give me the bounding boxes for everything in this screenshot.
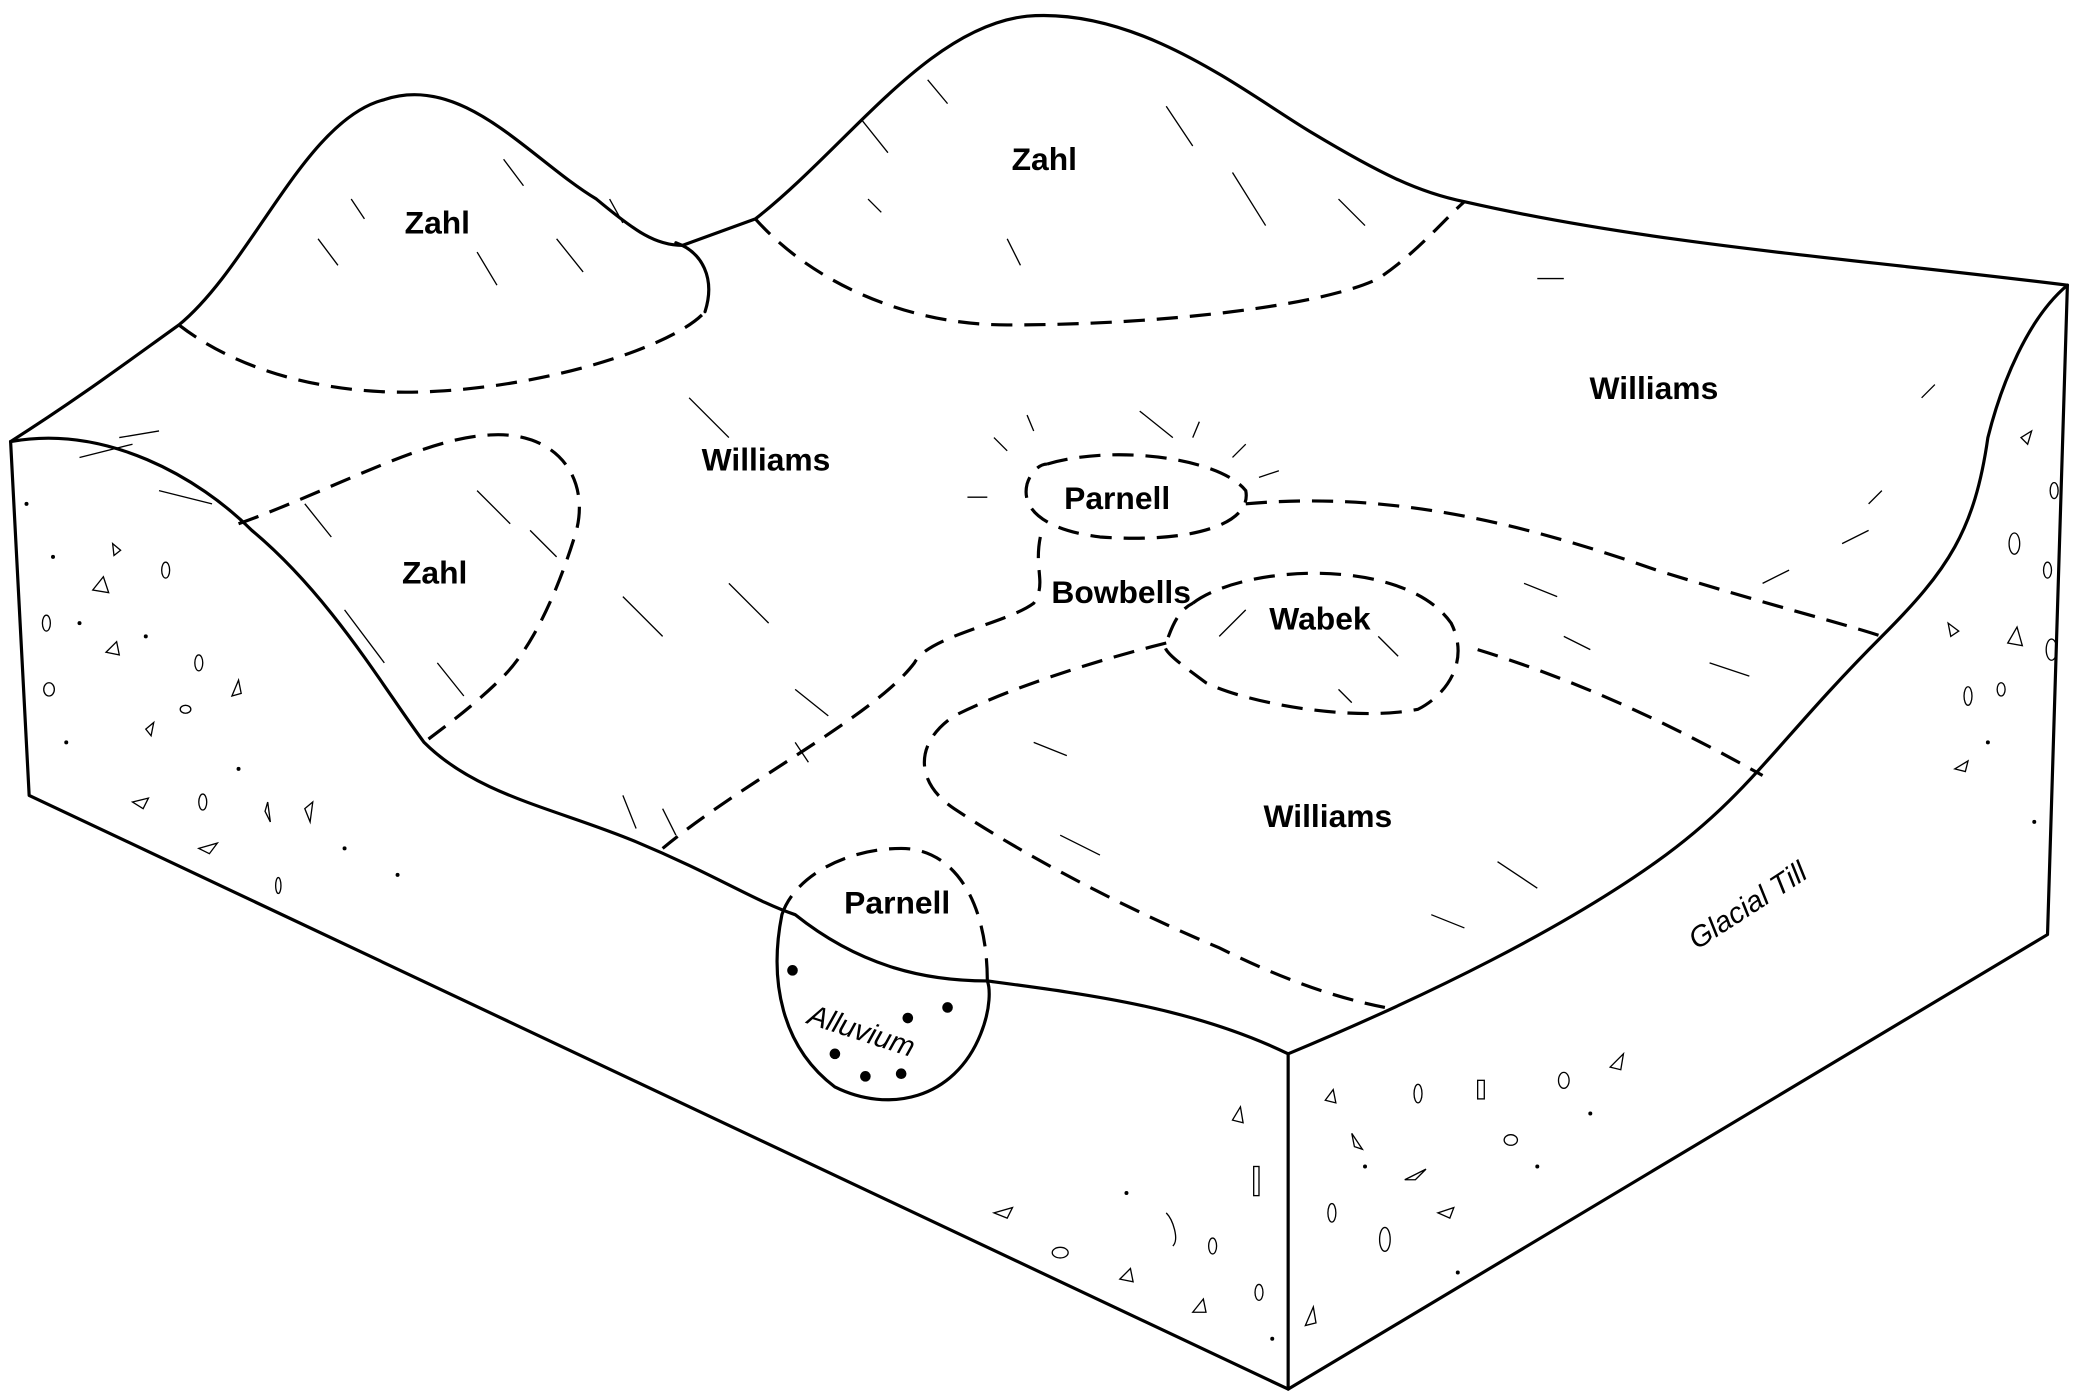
- right-surface-edge: [1286, 283, 2069, 1056]
- block-left-face: [9, 439, 1290, 1391]
- label-zahl: Zahl: [1012, 141, 1077, 177]
- label-glacial-till: Glacial Till: [1683, 855, 1814, 956]
- label-bowbells: Bowbells: [1051, 574, 1191, 610]
- slope-hatching: [79, 79, 1936, 929]
- hill-shoulder: [674, 241, 711, 314]
- soil-boundaries: [177, 200, 1883, 1010]
- block-right-face: [1286, 283, 2069, 1391]
- label-zahl: Zahl: [402, 554, 467, 590]
- label-williams: Williams: [702, 442, 831, 478]
- glacial-till-specks: [24, 501, 2037, 1341]
- glacial-till-pebbles: [41, 429, 2059, 1327]
- alluvium-lens: [775, 913, 991, 1102]
- label-wabek: Wabek: [1269, 601, 1371, 637]
- label-alluvium: Alluvium: [802, 999, 919, 1064]
- alluvium-dots: [787, 965, 953, 1082]
- label-zahl: Zahl: [405, 204, 470, 240]
- front-surface-edge: [9, 436, 1290, 1056]
- label-williams: Williams: [1590, 370, 1719, 406]
- label-parnell: Parnell: [844, 884, 950, 920]
- label-williams: Williams: [1264, 798, 1393, 834]
- label-parnell: Parnell: [1064, 480, 1170, 516]
- back-skyline: [9, 13, 2069, 444]
